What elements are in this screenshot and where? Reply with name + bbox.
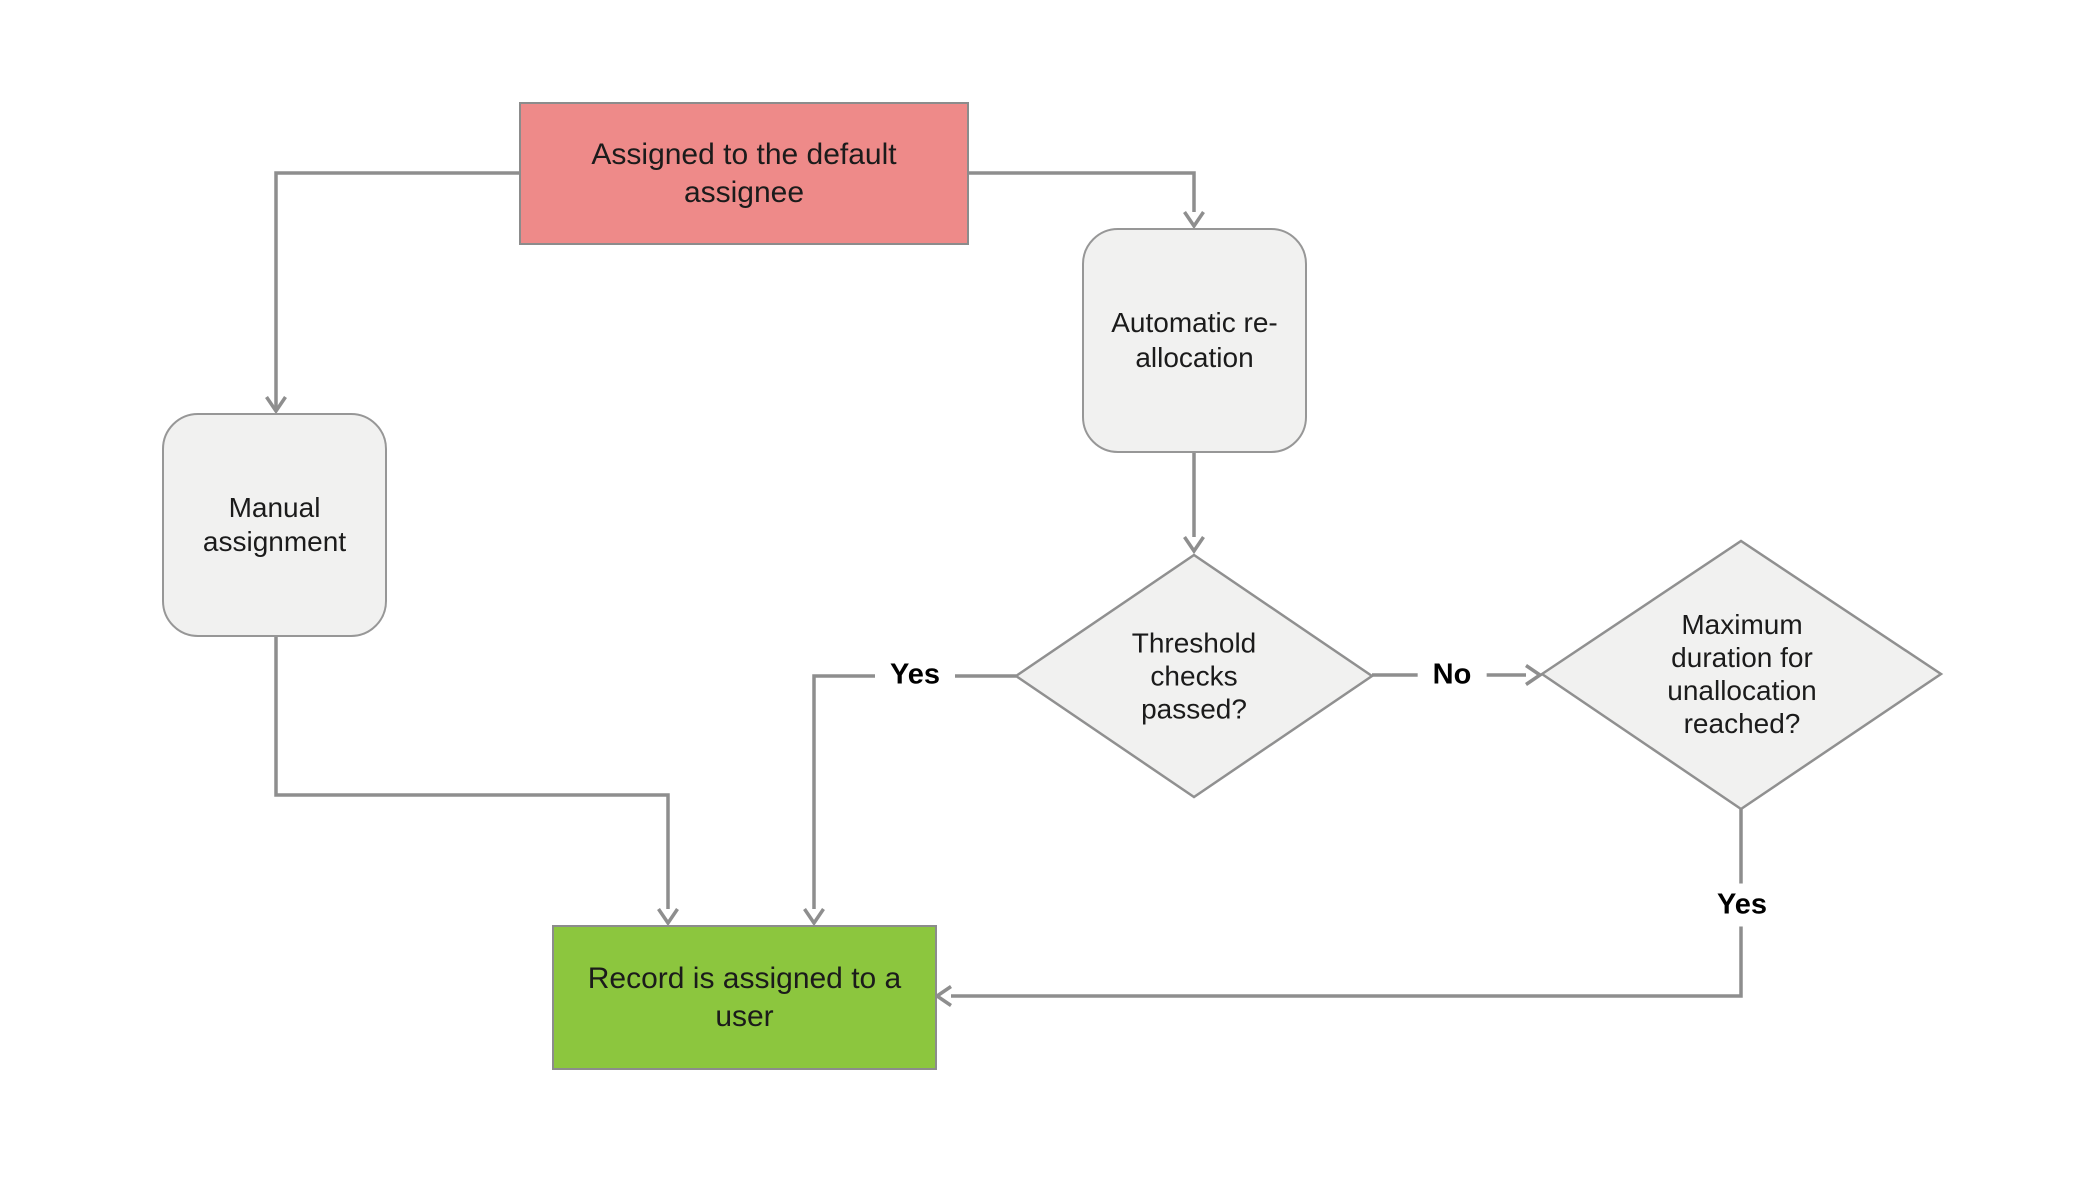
node-automatic-reallocation-label: Automatic re-allocation (1111, 307, 1278, 373)
edge-maxdur-yes-to-end (951, 809, 1743, 998)
edge-label-yes-threshold: Yes (875, 653, 955, 697)
arrowhead-start-to-manual (265, 396, 287, 415)
node-manual-assignment: Manual assignment (162, 413, 387, 637)
arrowhead-maxdur-yes-to-end (933, 985, 952, 1007)
decision-max-duration-label: Maximum duration for unallocation reache… (1667, 608, 1817, 740)
arrowhead-threshold-no-to-maxdur (1525, 664, 1544, 686)
node-automatic-reallocation: Automatic re-allocation (1082, 228, 1307, 453)
edge-manual-to-end (274, 637, 670, 909)
decision-threshold-label: Threshold checks passed? (1131, 627, 1257, 725)
edge-threshold-yes-to-end (812, 674, 1016, 909)
node-start: Assigned to the default assignee (519, 102, 969, 245)
decision-max-duration-shape (1539, 539, 1944, 811)
edge-start-to-manual (274, 171, 519, 409)
node-end-label: Record is assigned to a user (587, 962, 902, 1033)
arrowhead-manual-to-end (657, 908, 679, 927)
arrowhead-auto-to-threshold (1183, 536, 1205, 555)
node-manual-assignment-label: Manual assignment (202, 491, 347, 557)
arrowhead-threshold-yes-to-end (803, 908, 825, 927)
edge-label-yes-max-duration: Yes (1702, 883, 1782, 927)
node-start-label: Assigned to the default assignee (591, 138, 897, 209)
arrowhead-start-to-auto (1183, 211, 1205, 230)
edge-label-no-threshold: No (1417, 653, 1487, 697)
node-end: Record is assigned to a user (552, 925, 937, 1070)
edge-start-to-auto (969, 171, 1196, 212)
